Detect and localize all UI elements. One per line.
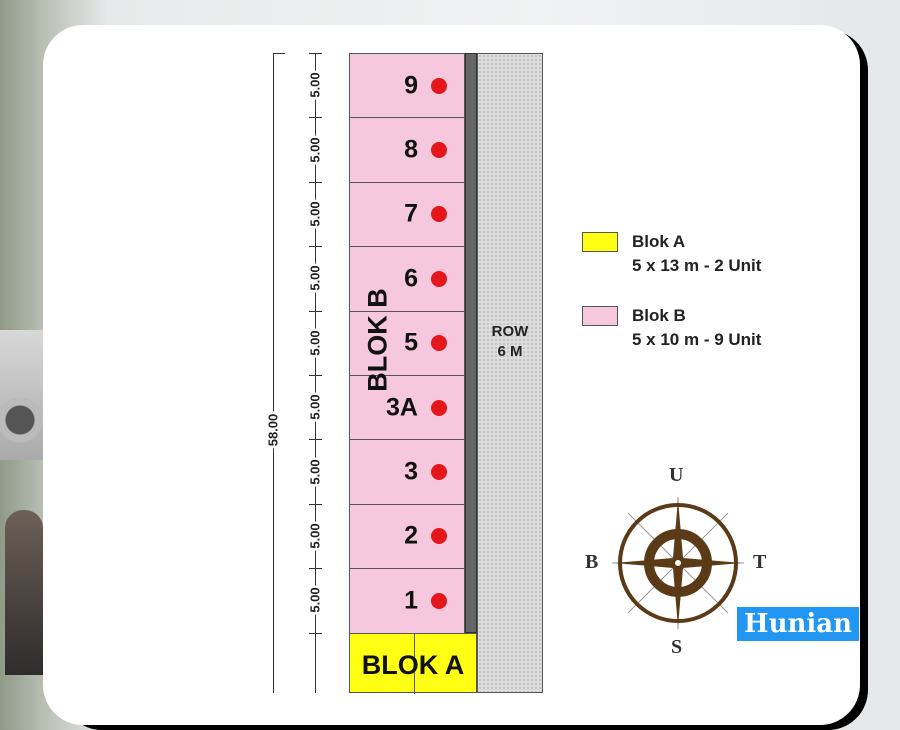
lot-7: 7 bbox=[349, 181, 465, 248]
lot-3: 3 bbox=[349, 439, 465, 505]
lot-marker-dot bbox=[431, 528, 447, 545]
dimension-tick bbox=[309, 439, 322, 441]
lot-number: 2 bbox=[404, 521, 418, 550]
legend-detail: 5 x 13 m - 2 Unit bbox=[632, 256, 762, 275]
dimension-tick bbox=[309, 632, 322, 634]
segment-dimension-label: 5.00 bbox=[307, 585, 323, 616]
lot-number: 7 bbox=[404, 199, 418, 228]
segment-dimension-label: 5.00 bbox=[307, 456, 323, 487]
compass-rose-icon bbox=[612, 497, 744, 629]
lot-marker-dot bbox=[431, 142, 447, 159]
segment-dimension-label: 5.00 bbox=[307, 199, 323, 229]
legend-item-blok-b: Blok B 5 x 10 m - 9 Unit bbox=[632, 304, 761, 352]
legend-item-blok-a: Blok A 5 x 13 m - 2 Unit bbox=[632, 230, 761, 278]
legend-detail: 5 x 10 m - 9 Unit bbox=[632, 330, 762, 349]
segment-dimension-label: 5.00 bbox=[307, 328, 323, 358]
lot-marker-dot bbox=[431, 270, 447, 287]
dimension-tick bbox=[309, 117, 322, 119]
compass-west: B bbox=[585, 551, 599, 573]
road-label-line2: 6 M bbox=[497, 343, 523, 360]
lot-number: 8 bbox=[404, 135, 418, 164]
blok-a-label: BLOK A bbox=[361, 650, 465, 680]
drainage-strip bbox=[465, 53, 477, 633]
lot-number: 9 bbox=[404, 71, 418, 100]
background-sign bbox=[868, 350, 896, 390]
lot-marker-dot bbox=[431, 77, 447, 94]
lot-2: 2 bbox=[349, 503, 465, 570]
legend-name: Blok A bbox=[632, 232, 686, 251]
dimension-tick bbox=[309, 568, 322, 570]
dimension-tick bbox=[273, 53, 285, 54]
dimension-tick bbox=[309, 181, 322, 183]
total-dimension-label: 58.00 bbox=[265, 411, 281, 449]
legend-name: Blok B bbox=[632, 306, 686, 325]
blok-a-area: BLOK A bbox=[349, 633, 477, 694]
compass-east: T bbox=[753, 551, 767, 573]
lot-number: 6 bbox=[404, 264, 418, 293]
watermark-logo: Hunian bbox=[737, 607, 859, 641]
segment-dimension-line bbox=[315, 53, 316, 693]
road-label-line1: ROW bbox=[491, 323, 529, 340]
lot-1: 1 bbox=[349, 568, 465, 634]
blok-a-divider bbox=[414, 634, 415, 694]
lot-marker-dot bbox=[431, 399, 447, 416]
segment-dimension-label: 5.00 bbox=[307, 134, 323, 165]
lot-marker-dot bbox=[431, 464, 447, 481]
lot-marker-dot bbox=[431, 206, 447, 223]
blok-b-label: BLOK B bbox=[362, 288, 393, 392]
compass-south: S bbox=[671, 636, 683, 658]
legend-swatch-blok-a bbox=[582, 232, 618, 252]
segment-dimension-label: 5.00 bbox=[307, 392, 323, 422]
total-dimension-line bbox=[273, 53, 274, 693]
legend-swatch-blok-b bbox=[582, 306, 618, 326]
lot-9: 9 bbox=[349, 53, 465, 119]
lot-number: 3 bbox=[404, 457, 418, 486]
compass-north: U bbox=[669, 464, 684, 486]
background-person bbox=[5, 510, 43, 675]
lot-number: 1 bbox=[404, 586, 418, 615]
segment-dimension-label: 5.00 bbox=[307, 263, 323, 294]
lot-marker-dot bbox=[431, 335, 447, 352]
lot-number: 5 bbox=[404, 328, 418, 357]
road-label: ROW 6 M bbox=[477, 322, 543, 362]
lot-3a: 3A bbox=[349, 375, 465, 441]
dimension-tick bbox=[309, 310, 322, 312]
dimension-tick bbox=[309, 503, 322, 505]
lot-number: 3A bbox=[386, 393, 418, 422]
background-car bbox=[0, 330, 45, 460]
lot-8: 8 bbox=[349, 117, 465, 183]
dimension-tick bbox=[309, 246, 322, 248]
dimension-tick bbox=[309, 53, 322, 54]
segment-dimension-label: 5.00 bbox=[307, 521, 323, 551]
dimension-tick bbox=[309, 375, 322, 376]
lot-5: 5 bbox=[349, 310, 465, 376]
lot-marker-dot bbox=[431, 592, 447, 609]
road-row bbox=[477, 53, 543, 693]
segment-dimension-label: 5.00 bbox=[307, 70, 323, 100]
